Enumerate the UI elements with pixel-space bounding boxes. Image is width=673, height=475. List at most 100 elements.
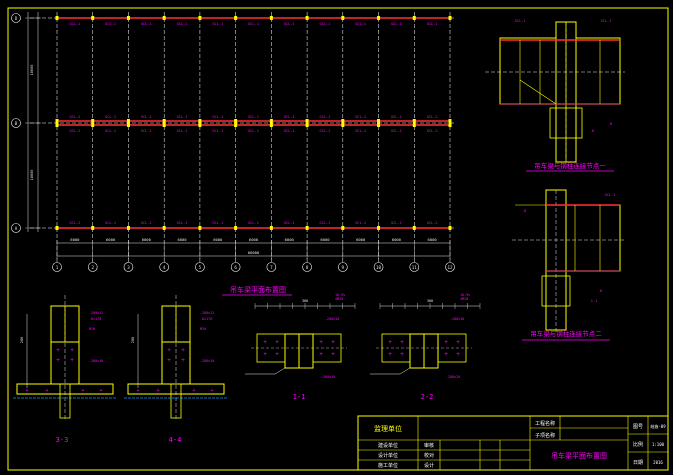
title-block-border <box>357 415 669 471</box>
section-note: -200x10 <box>325 317 339 321</box>
tb-left-title: 监理单位 <box>374 424 402 433</box>
column-mark <box>341 226 345 230</box>
column-mark <box>162 16 166 20</box>
column-mark <box>126 226 130 230</box>
axis-number: 7 <box>270 265 273 270</box>
bolt-mark: + <box>45 388 48 394</box>
bolt-mark: + <box>56 357 60 364</box>
column-mark <box>305 119 309 123</box>
bolt-mark: + <box>136 388 139 394</box>
plan-title: 吊车梁平面布置图 <box>230 285 286 294</box>
node1-beam-right <box>575 37 621 105</box>
beam-tag: GCL-1 <box>284 115 295 119</box>
title-block: 监理单位 建设单位 设计单位 施工单位 审核 校对 设计 工程名称 子项名称 吊… <box>357 415 669 471</box>
column-mark <box>269 123 273 127</box>
section-note: -200x20 <box>446 375 460 379</box>
bolt-mark: + <box>275 339 279 346</box>
column-mark <box>341 123 345 127</box>
beam-tag: GCL-1 <box>355 115 366 119</box>
bolt-mark: + <box>156 388 159 394</box>
leader-line <box>399 367 411 375</box>
beam-tag: GCL-1 <box>391 22 402 26</box>
column-mark <box>412 226 416 230</box>
axis-letter: A <box>15 226 18 231</box>
axis-bubble <box>123 262 134 272</box>
node1-tag: GCL-1 <box>515 19 526 23</box>
row-dim: 18000 <box>30 65 34 76</box>
bolt-mark: + <box>319 351 323 358</box>
section-dim-text: 300 <box>302 299 308 303</box>
beam-tag: GCL-1 <box>105 221 116 225</box>
tb-row-0: 建设单位 <box>378 442 398 449</box>
tb-subproject: 子项名称 <box>535 432 555 439</box>
bolt-mark: + <box>331 351 335 358</box>
tb-right-val-2: 2016 <box>653 460 663 465</box>
beam-tag: GCL-1 <box>248 115 259 119</box>
span-dim: 6000 <box>356 237 366 242</box>
beam-tag: GCL-2 <box>427 115 438 119</box>
bolt-mark: + <box>444 351 448 358</box>
node2-detail: GCL-1-8-81-1 <box>512 189 625 332</box>
section-note: -8x170 <box>200 317 212 321</box>
beam-tag: GCL-1 <box>105 115 116 119</box>
bolt-mark: + <box>56 347 60 354</box>
tb-row-2: 施工单位 <box>378 462 398 469</box>
section-note: M20 <box>89 327 95 331</box>
column-mark <box>162 226 166 230</box>
column-mark <box>55 123 59 127</box>
column-mark <box>126 16 130 20</box>
section-dim-text: 300 <box>427 299 433 303</box>
section-note: 4M20 <box>460 297 468 301</box>
axis-bubble <box>87 262 98 272</box>
node2-tag: -8 <box>598 289 602 293</box>
section-note: -200x10 <box>200 359 214 363</box>
axis-bubble <box>302 262 312 272</box>
span-dim: 6000 <box>70 237 80 242</box>
beam-tag: GCL-1 <box>248 22 259 26</box>
section-2-2-label: 2-2 <box>421 393 434 401</box>
bolt-mark: + <box>400 339 404 346</box>
bolt-mark: + <box>388 351 392 358</box>
span-dim: 6000 <box>285 237 295 242</box>
beam-tag: GCL-1 <box>284 129 295 133</box>
column-mark <box>55 119 59 123</box>
beam-tag: GCL-1 <box>320 221 331 225</box>
axis-number: 9 <box>342 265 345 270</box>
bolt-mark: + <box>210 388 213 394</box>
column-mark <box>448 123 452 127</box>
beam-tag: GCL-1 <box>141 129 152 133</box>
section-4-4-label: 4-4 <box>169 436 182 444</box>
column-mark <box>198 16 202 20</box>
axis-bubble <box>52 262 62 272</box>
axis-number: 8 <box>306 265 309 270</box>
span-dim: 6000 <box>392 237 402 242</box>
axis-bubble <box>11 118 21 128</box>
column-mark <box>305 16 309 20</box>
bolt-mark: + <box>25 388 28 394</box>
section-details: ++++++++-200x12-8x170M20-200x10200++++++… <box>13 293 481 420</box>
axis-bubble <box>11 13 21 23</box>
column-mark <box>91 119 95 123</box>
axis-number: 4 <box>163 265 166 270</box>
beam-tag: GCL-2 <box>69 129 80 133</box>
node1-tag: GCL-1 <box>601 19 612 23</box>
beam-tag: GCL-1 <box>320 115 331 119</box>
column-mark <box>234 119 238 123</box>
column-mark <box>126 119 130 123</box>
beam-tag: GCL-1 <box>284 221 295 225</box>
column-mark <box>377 226 381 230</box>
node1-tag: -8 <box>608 122 612 126</box>
tb-right-val-1: 1:100 <box>652 442 665 447</box>
beam-tag: GCL-1 <box>248 129 259 133</box>
column-mark <box>234 16 238 20</box>
beam-tag: GCL-2 <box>69 221 80 225</box>
column-mark <box>305 226 309 230</box>
splice-web-right <box>423 333 439 369</box>
bolt-mark: + <box>81 388 84 394</box>
column-mark <box>412 123 416 127</box>
column-mark <box>234 123 238 127</box>
section-note: -200x20 <box>321 375 335 379</box>
beam-tag: GCL-1 <box>141 22 152 26</box>
node1-bracket <box>549 107 583 139</box>
